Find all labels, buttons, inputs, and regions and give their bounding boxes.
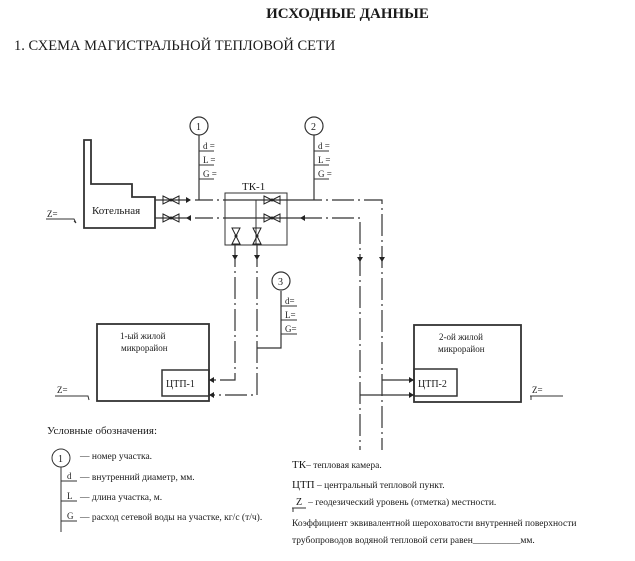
roughness-blank: __________ [472, 536, 521, 546]
roughness-unit: мм. [520, 536, 535, 546]
legend-number-symbol: 1 [58, 454, 63, 465]
section-2-l: L = [318, 155, 331, 165]
section-3-riser [257, 291, 282, 349]
district-2-label-line2: микрорайон [438, 344, 485, 354]
abbr-z: Z – геодезический уровень (отметка) местн… [296, 497, 496, 508]
legend-symbol [51, 448, 77, 532]
z-mark-district2 [530, 395, 563, 400]
legend-symbol-l: L [67, 491, 73, 501]
legend-item-flow: — расход сетевой воды на участке, кг/с (… [80, 513, 263, 523]
roughness-line-2: трубопроводов водяной тепловой сети раве… [292, 536, 535, 546]
section-1-number: 1 [196, 122, 201, 133]
legend-item-number: — номер участка. [80, 452, 153, 462]
z-label-district1: Z= [57, 385, 68, 395]
district-1-label-line1: 1-ый жилой [120, 331, 166, 341]
legend-z-mark [292, 507, 306, 512]
abbr-tk: ТК– тепловая камера. [292, 459, 382, 471]
section-1-l: L = [203, 155, 216, 165]
z-mark-district1 [55, 395, 90, 401]
legend-item-diameter: — внутренний диаметр, мм. [80, 473, 195, 483]
district-2-label-line1: 2-ой жилой [439, 332, 483, 342]
z-label-boiler: Z= [47, 209, 58, 219]
z-label-district2: Z= [532, 385, 543, 395]
district-2-outline [413, 324, 522, 403]
section-3-l: L= [285, 310, 296, 320]
legend-symbol-g: G [67, 511, 74, 521]
ctp-2-label: ЦТП-2 [418, 379, 447, 390]
valve-icons [162, 195, 281, 245]
section-2-g: G = [318, 169, 332, 179]
section-3-circle [271, 271, 291, 291]
roughness-line-1: Коэффициент эквивалентной шероховатости … [292, 519, 577, 529]
legend-symbol-d: d [67, 471, 72, 481]
ctp-1-box [161, 369, 210, 397]
section-heading: 1. СХЕМА МАГИСТРАЛЬНОЙ ТЕПЛОВОЙ СЕТИ [14, 38, 336, 54]
z-mark-boiler [46, 218, 77, 224]
chamber-tk1-outline [224, 192, 288, 246]
section-2-number: 2 [311, 122, 316, 133]
abbr-tk-text: – тепловая камера. [306, 461, 382, 471]
flow-arrow-icons [186, 197, 414, 398]
document-title: ИСХОДНЫЕ ДАННЫЕ [266, 6, 429, 22]
return-branch-ctp1 [210, 245, 258, 396]
abbr-ctp-text: – центральный тепловой пункт. [314, 481, 445, 491]
legend-item-length: — длина участка, м. [80, 493, 163, 503]
abbr-ctp: ЦТП – центральный тепловой пункт. [292, 479, 445, 491]
section-3-g: G= [285, 324, 297, 334]
section-3-d: d= [285, 296, 295, 306]
supply-branch-ctp1 [210, 245, 236, 381]
section-2-circle [304, 116, 324, 136]
abbr-ctp-code: ЦТП [292, 479, 315, 491]
section-1-d: d = [203, 141, 215, 151]
return-pipe-main [300, 217, 361, 450]
district-1-label-line2: микрорайон [121, 343, 168, 353]
section-1-circle [189, 116, 209, 136]
ctp-1-label: ЦТП-1 [166, 379, 195, 390]
abbr-z-text: – геодезический уровень (отметка) местно… [308, 498, 497, 508]
abbr-tk-code: ТК [292, 459, 307, 471]
supply-pipe-main [300, 199, 383, 450]
boiler-label: Котельная [92, 205, 140, 217]
boiler-house-outline [83, 139, 156, 229]
district-1-outline [96, 323, 210, 402]
section-3-number: 3 [278, 277, 283, 288]
section-1-g: G = [203, 169, 217, 179]
abbr-z-code: Z [296, 497, 303, 508]
section-2-d: d = [318, 141, 330, 151]
chamber-label: ТК-1 [242, 181, 265, 193]
ctp-2-box [413, 368, 458, 397]
roughness-text: трубопроводов водяной тепловой сети раве… [292, 536, 473, 546]
legend-title: Условные обозначения: [47, 425, 158, 437]
